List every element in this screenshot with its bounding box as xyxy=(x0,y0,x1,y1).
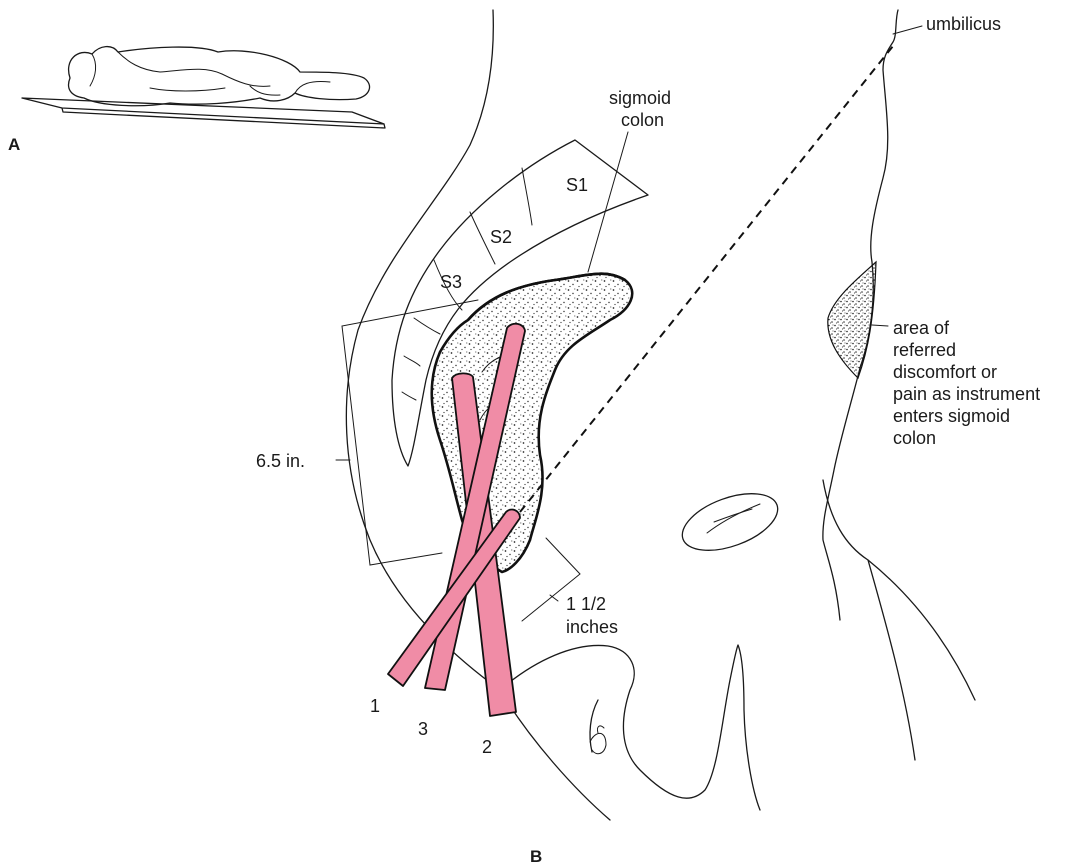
panel-label-b: B xyxy=(530,847,542,865)
sigmoidoscope-positions xyxy=(388,324,525,716)
referred-discomfort-area xyxy=(828,262,876,378)
label-6-5-in: 6.5 in. xyxy=(256,451,305,471)
label-s3: S3 xyxy=(440,272,462,292)
label-area-line-4: pain as instrument xyxy=(893,384,1040,404)
label-instrument-2: 2 xyxy=(482,737,492,757)
label-1-5-inches-line-1: 1 1/2 xyxy=(566,594,606,614)
label-1-5-inches-line-2: inches xyxy=(566,617,618,637)
label-s1: S1 xyxy=(566,175,588,195)
patient-on-table-illustration xyxy=(22,47,385,128)
label-area-line-1: area of xyxy=(893,318,950,338)
label-instrument-1: 1 xyxy=(370,696,380,716)
label-instrument-3: 3 xyxy=(418,719,428,739)
label-sigmoid-colon-line-2: colon xyxy=(621,110,664,130)
label-umbilicus: umbilicus xyxy=(926,14,1001,34)
panel-label-a: A xyxy=(8,135,20,154)
label-area-line-5: enters sigmoid xyxy=(893,406,1010,426)
label-area-line-3: discomfort or xyxy=(893,362,997,382)
label-area-line-2: referred xyxy=(893,340,956,360)
label-area-line-6: colon xyxy=(893,428,936,448)
label-sigmoid-colon-line-1: sigmoid xyxy=(609,88,671,108)
label-s2: S2 xyxy=(490,227,512,247)
